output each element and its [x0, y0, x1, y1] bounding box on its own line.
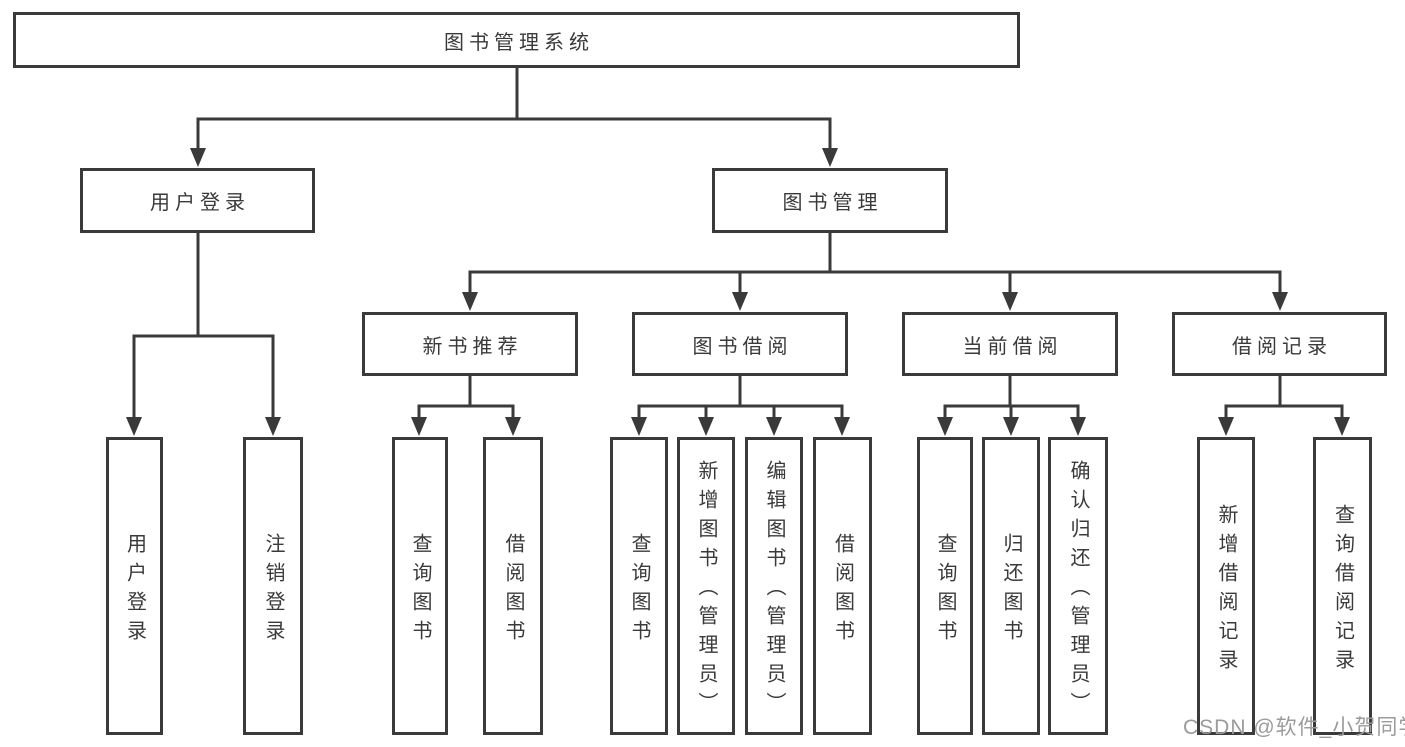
node-book-borrowing: 图书借阅 — [632, 312, 848, 376]
leaf-borrowing-add-books-admin: 新增图书（管理员） — [677, 437, 735, 735]
leaf-borrowing-borrow-books: 借阅图书 — [813, 437, 872, 735]
leaf-current-return-books: 归还图书 — [982, 437, 1040, 735]
leaf-current-confirm-return-admin-label: 确认归还（管理员） — [1067, 460, 1089, 721]
node-user-login-label: 用户登录 — [150, 192, 250, 214]
node-new-book-recommend-label: 新书推荐 — [422, 335, 523, 358]
leaf-user-login: 用户登录 — [106, 437, 163, 735]
leaf-logout: 注销登录 — [243, 437, 303, 735]
leaf-borrowing-query-books-label: 查询图书 — [628, 532, 650, 649]
leaf-current-return-books-label: 归还图书 — [1000, 532, 1022, 649]
node-book-management: 图书管理 — [712, 168, 948, 233]
leaf-borrowing-edit-books-admin-label: 编辑图书（管理员） — [763, 460, 785, 721]
leaf-borrowing-add-books-admin-label: 新增图书（管理员） — [695, 460, 717, 721]
node-book-management-label: 图书管理 — [782, 192, 883, 214]
node-current-borrowing: 当前借阅 — [902, 312, 1118, 376]
node-current-borrowing-label: 当前借阅 — [962, 335, 1063, 358]
node-borrow-records-label: 借阅记录 — [1232, 335, 1332, 358]
node-user-login: 用户登录 — [80, 168, 315, 233]
leaf-records-add-record: 新增借阅记录 — [1197, 437, 1255, 735]
node-borrow-records: 借阅记录 — [1172, 312, 1387, 376]
leaf-newbook-borrow-books-label: 借阅图书 — [502, 532, 524, 649]
leaf-current-query-books: 查询图书 — [917, 437, 973, 735]
leaf-borrowing-query-books: 查询图书 — [610, 437, 668, 735]
leaf-user-login-label: 用户登录 — [123, 532, 146, 649]
node-root: 图书管理系统 — [13, 12, 1020, 68]
leaf-newbook-borrow-books: 借阅图书 — [483, 437, 543, 735]
leaf-borrowing-borrow-books-label: 借阅图书 — [831, 532, 854, 649]
leaf-records-query-record: 查询借阅记录 — [1313, 437, 1372, 735]
csdn-watermark: CSDN @软件_小贺同学 — [1183, 716, 1405, 739]
leaf-records-add-record-label: 新增借阅记录 — [1215, 503, 1237, 678]
node-new-book-recommend: 新书推荐 — [362, 312, 578, 376]
leaf-newbook-query-books-label: 查询图书 — [409, 532, 431, 649]
leaf-current-query-books-label: 查询图书 — [934, 532, 956, 649]
leaf-newbook-query-books: 查询图书 — [392, 437, 448, 735]
leaf-borrowing-edit-books-admin: 编辑图书（管理员） — [745, 437, 803, 735]
leaf-logout-label: 注销登录 — [262, 532, 284, 649]
leaf-records-query-record-label: 查询借阅记录 — [1331, 503, 1354, 678]
node-root-label: 图书管理系统 — [444, 31, 594, 54]
leaf-current-confirm-return-admin: 确认归还（管理员） — [1048, 437, 1108, 735]
node-book-borrowing-label: 图书借阅 — [692, 335, 793, 358]
